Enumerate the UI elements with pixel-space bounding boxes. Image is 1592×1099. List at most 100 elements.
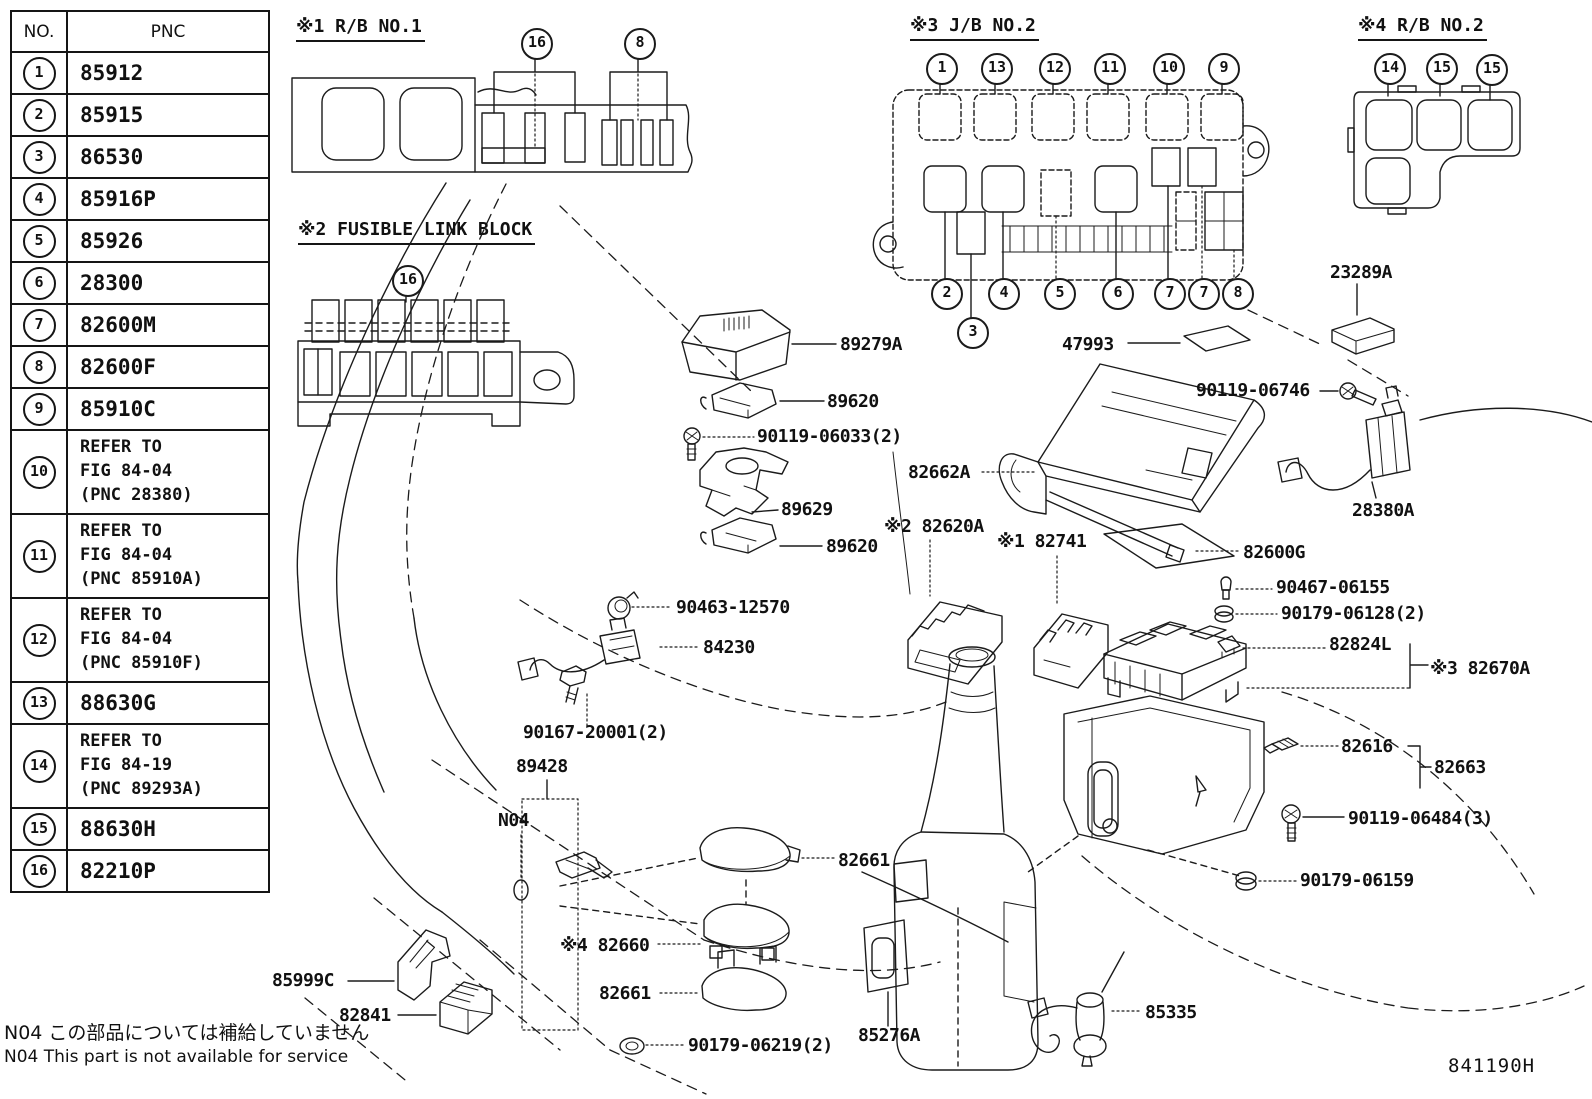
pnc-value[interactable]: 82210P [66,849,270,893]
connector-85999c [347,929,451,1001]
callout-circle[interactable]: 3 [957,317,989,349]
callout-circle[interactable]: 7 [1188,278,1220,310]
callout-circle[interactable]: 9 [1208,53,1240,85]
callout-circle[interactable]: 2 [931,278,963,310]
part-label-82660[interactable]: ※4 82660 [560,935,650,956]
no-circle: 7 [22,308,56,342]
table-header-no: NO. [10,10,68,53]
pnc-value[interactable]: 86530 [66,135,270,179]
part-label-90179-06159[interactable]: 90179-06159 [1300,870,1414,891]
part-label-90119-06484[interactable]: 90119-06484(3) [1348,808,1493,829]
table-row[interactable]: 7 82600M [10,303,270,347]
table-row[interactable]: 8 82600F [10,345,270,389]
callout-circle[interactable]: 13 [981,53,1013,85]
pnc-value[interactable]: 82600M [66,303,270,347]
part-label-85276a[interactable]: 85276A [858,1025,921,1046]
part-label-90467-06155[interactable]: 90467-06155 [1276,577,1390,598]
callout-circle[interactable]: 4 [988,278,1020,310]
note-japanese: N04 この部品については補給していません [4,1022,370,1044]
pnc-value[interactable]: REFER TO FIG 84-04 (PNC 85910F) [66,597,270,683]
nut-icon-90179-06159 [1235,871,1297,891]
part-label-84230[interactable]: 84230 [703,637,755,658]
part-label-82841[interactable]: 82841 [339,1005,391,1026]
pnc-value[interactable]: 88630H [66,807,270,851]
part-label-90463-12570[interactable]: 90463-12570 [676,597,790,618]
pnc-value[interactable]: 88630G [66,681,270,725]
no-circle: 8 [22,350,56,384]
no-circle: 16 [22,854,56,888]
callout-circle[interactable]: 15 [1426,53,1458,85]
callout-circle[interactable]: 1 [926,53,958,85]
pnc-value[interactable]: 85910C [66,387,270,431]
callout-circle[interactable]: 6 [1102,278,1134,310]
part-label-89428[interactable]: 89428 [516,756,568,777]
part-label-23289a[interactable]: 23289A [1330,262,1393,283]
sheet-82600g [1103,523,1241,569]
part-label-82620a[interactable]: ※2 82620A [884,516,984,537]
part-label-82824l[interactable]: 82824L [1329,634,1392,655]
callout-circle[interactable]: 16 [392,265,424,297]
part-label-82670a[interactable]: ※3 82670A [1430,658,1530,679]
callout-circle[interactable]: 11 [1094,53,1126,85]
part-label-90167-20001[interactable]: 90167-20001(2) [523,722,668,743]
relay-28380a [1277,385,1411,499]
part-label-82663[interactable]: 82663 [1434,757,1486,778]
part-label-28380a[interactable]: 28380A [1352,500,1415,521]
callout-circle[interactable]: 10 [1153,53,1185,85]
part-label-82661-1[interactable]: 82661 [838,850,890,871]
pnc-value[interactable]: 85916P [66,177,270,221]
callout-circle[interactable]: 7 [1154,278,1186,310]
pnc-value[interactable]: 85912 [66,51,270,95]
part-label-89629[interactable]: 89629 [781,499,833,520]
part-label-89620-2[interactable]: 89620 [826,536,878,557]
part-label-90179-06219[interactable]: 90179-06219(2) [688,1035,833,1056]
pnc-value[interactable]: REFER TO FIG 84-19 (PNC 89293A) [66,723,270,809]
pnc-value[interactable]: 85926 [66,219,270,263]
part-label-85999c[interactable]: 85999C [272,970,335,991]
table-row[interactable]: 16 82210P [10,849,270,893]
pnc-value[interactable]: 28300 [66,261,270,305]
part-label-90119-06746[interactable]: 90119-06746 [1196,380,1310,401]
part-label-89620-1[interactable]: 89620 [827,391,879,412]
part-label-90179-06128[interactable]: 90179-06128(2) [1281,603,1426,624]
section-title-jb-no2: ※3 J/B NO.2 [910,15,1039,41]
bolt-icon-90119-06484 [1281,804,1345,842]
part-label-82600g[interactable]: 82600G [1243,542,1306,563]
part-label-90119-06033[interactable]: 90119-06033(2) [757,426,902,447]
pnc-value[interactable]: 82600F [66,345,270,389]
section-title-rb-no2: ※4 R/B NO.2 [1358,15,1487,41]
part-label-82662a[interactable]: 82662A [908,462,971,483]
part-label-82741[interactable]: ※1 82741 [997,531,1087,552]
pnc-value[interactable]: 85915 [66,93,270,137]
callout-circle[interactable]: 8 [624,28,656,60]
callout-circle[interactable]: 5 [1044,278,1076,310]
callout-circle[interactable]: 16 [521,28,553,60]
callout-circle[interactable]: 8 [1222,278,1254,310]
pnc-value[interactable]: REFER TO FIG 84-04 (PNC 85910A) [66,513,270,599]
part-label-82661-2[interactable]: 82661 [599,983,651,1004]
callout-circle[interactable]: 14 [1374,53,1406,85]
callout-circle[interactable]: 15 [1476,54,1508,86]
part-label-89279a[interactable]: 89279A [840,334,903,355]
bracket-89629 [699,447,789,517]
part-label-82616[interactable]: 82616 [1341,736,1393,757]
screw-icon-90119-06033 [683,427,911,595]
part-label-85335[interactable]: 85335 [1145,1002,1197,1023]
pnc-value[interactable]: REFER TO FIG 84-04 (PNC 28380) [66,429,270,515]
part-label-47993[interactable]: 47993 [1062,334,1114,355]
table-header-row: NO. PNC [10,10,270,53]
callout-circle[interactable]: 12 [1039,53,1071,85]
